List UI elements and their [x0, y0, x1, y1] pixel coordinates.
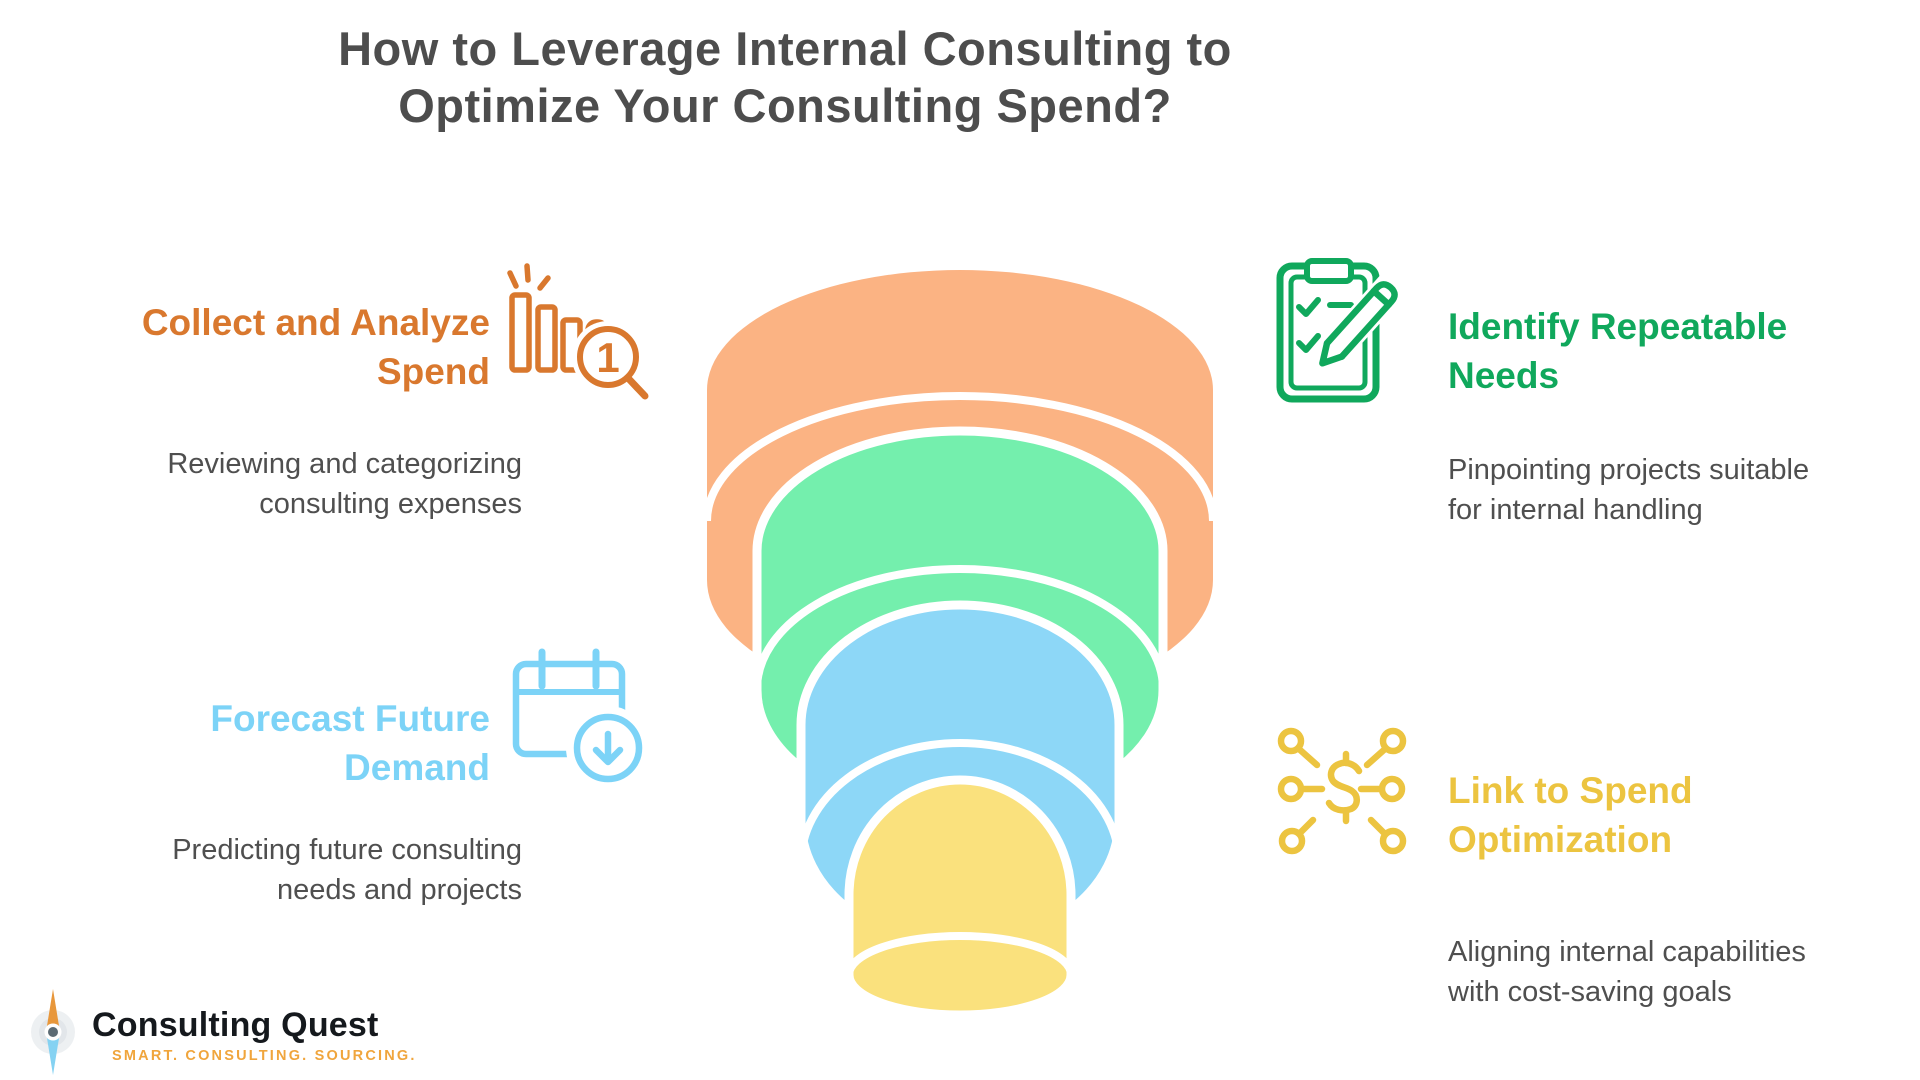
step-link-heading-line1: Link to Spend	[1448, 770, 1693, 811]
step-link-heading: Link to Spend Optimization	[1448, 766, 1918, 864]
step-forecast-heading-line2: Demand	[344, 747, 490, 788]
funnel-layer-4	[844, 775, 1076, 1020]
dollar-network-icon	[1277, 727, 1407, 855]
page-title-line1: How to Leverage Internal Consulting to	[338, 22, 1232, 75]
step-link-desc-line2: with cost-saving goals	[1448, 976, 1732, 1008]
funnel-layer-2-lip	[757, 565, 1163, 690]
step-collect-heading-line1: Collect and Analyze	[141, 302, 490, 343]
compass-logo-icon	[31, 989, 75, 1075]
step-collect-desc-line1: Reviewing and categorizing	[167, 448, 522, 480]
step-forecast-heading-line1: Forecast Future	[210, 698, 490, 739]
step-forecast-description: Predicting future consulting needs and p…	[30, 830, 522, 910]
step-collect-heading: Collect and Analyze Spend	[90, 298, 490, 396]
funnel-layer-1-lip	[707, 392, 1213, 522]
step-identify-desc-line1: Pinpointing projects suitable	[1448, 454, 1810, 486]
step-link-desc-line1: Aligning internal capabilities	[1448, 936, 1806, 968]
step-identify-heading: Identify Repeatable Needs	[1448, 302, 1918, 400]
logo-tagline: SMART. CONSULTING. SOURCING.	[112, 1048, 417, 1064]
step-collect-desc-line2: consulting expenses	[259, 488, 522, 520]
bar-chart-magnifier-icon: 1	[507, 263, 649, 400]
logo-name: Consulting Quest	[92, 1006, 379, 1044]
funnel-layer-4-lip	[849, 932, 1071, 976]
clipboard-checklist-icon	[1276, 258, 1411, 403]
page-title: How to Leverage Internal Consulting to O…	[185, 20, 1385, 134]
step-identify-desc-line2: for internal handling	[1448, 494, 1703, 526]
step-identify-heading-line1: Identify Repeatable	[1448, 306, 1788, 347]
step-forecast-desc-line1: Predicting future consulting	[172, 834, 522, 866]
step-forecast-desc-line2: needs and projects	[276, 874, 522, 906]
step-link-heading-line2: Optimization	[1448, 819, 1673, 860]
step-link-description: Aligning internal capabilities with cost…	[1448, 932, 1920, 1012]
page-title-line2: Optimize Your Consulting Spend?	[398, 79, 1172, 132]
step-forecast-heading: Forecast Future Demand	[90, 694, 490, 792]
step-collect-description: Reviewing and categorizing consulting ex…	[30, 444, 522, 524]
funnel-layer-3-lip	[801, 739, 1119, 864]
step-collect-badge: 1	[596, 334, 619, 381]
step-identify-description: Pinpointing projects suitable for intern…	[1448, 450, 1920, 530]
step-collect-heading-line2: Spend	[376, 351, 490, 392]
step-identify-heading-line2: Needs	[1448, 355, 1560, 396]
calendar-download-icon	[512, 648, 650, 790]
